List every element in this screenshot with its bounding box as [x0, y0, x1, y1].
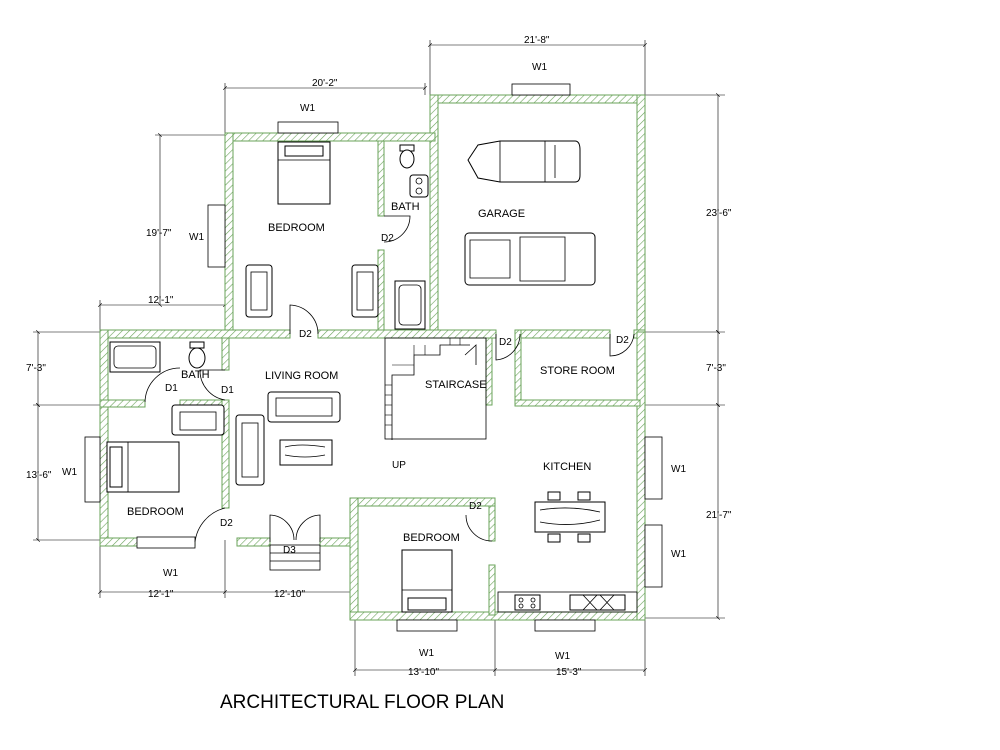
window-bedroom-top-side — [207, 204, 226, 268]
car-1 — [467, 140, 581, 183]
label-w1-bedroom-left: W1 — [62, 467, 77, 478]
label-d2-bedroom-bottom: D2 — [469, 501, 482, 512]
label-living-room: LIVING ROOM — [265, 370, 338, 382]
label-garage: GARAGE — [478, 208, 525, 220]
coffee-table — [279, 439, 333, 466]
windows — [84, 83, 663, 632]
label-bath-top: BATH — [391, 201, 420, 213]
car-2 — [464, 232, 596, 286]
label-d1-living: D1 — [221, 385, 234, 396]
armchair-1 — [245, 264, 273, 318]
dim-kitchen-depth: 21'-7" — [706, 510, 732, 521]
label-d3-entry: D3 — [283, 545, 296, 556]
label-w1-garage: W1 — [532, 62, 547, 73]
label-d2-bedroom-left: D2 — [220, 518, 233, 529]
label-bath-left: BATH — [181, 369, 210, 381]
bathtub-left — [109, 341, 161, 373]
bathtub-top — [394, 280, 426, 330]
door-living — [199, 369, 226, 401]
dim-bath-depth: 7'-3" — [26, 363, 46, 374]
window-garage — [511, 83, 571, 96]
label-d2-store: D2 — [616, 335, 629, 346]
dim-kitchen-width: 15'-3" — [556, 667, 582, 678]
window-kitchen-2 — [644, 524, 663, 588]
dim-bedroom-bottom-width: 13'-10" — [408, 667, 439, 678]
label-w1-bedroom-top: W1 — [300, 103, 315, 114]
toilet-top — [399, 144, 415, 169]
dim-left-wing-width: 12'-1" — [148, 295, 174, 306]
sofa-3 — [235, 414, 265, 486]
dim-bedroom-top-width: 20'-2" — [312, 78, 338, 89]
window-bedroom-left-bottom — [136, 536, 196, 549]
sofa-2 — [267, 391, 341, 423]
window-kitchen-bottom — [534, 619, 596, 632]
doors — [144, 215, 635, 571]
room-labels: BEDROOM BATH GARAGE LIVING ROOM BATH STA… — [127, 201, 615, 544]
window-bedroom-bottom — [396, 619, 458, 632]
door-bedroom-bottom — [465, 514, 493, 542]
walls — [99, 94, 646, 621]
door-garage — [495, 333, 521, 361]
label-w1-bedroom-top-side: W1 — [189, 232, 204, 243]
door-bath-top — [383, 215, 411, 243]
label-bedroom-left: BEDROOM — [127, 506, 184, 518]
door-entry — [269, 514, 321, 542]
bed-top — [277, 141, 331, 205]
sofa-1 — [171, 404, 225, 436]
dim-bottom-mid-width: 12'-10" — [274, 589, 305, 600]
dim-store-depth: 7'-3" — [706, 363, 726, 374]
armchair-2 — [351, 264, 379, 318]
label-d2-bedroom-top: D2 — [299, 329, 312, 340]
label-w1-kitchen-1: W1 — [671, 464, 686, 475]
label-w1-kitchen-2: W1 — [671, 549, 686, 560]
dim-garage-width: 21'-8" — [524, 35, 550, 46]
label-w1-kitchen-bottom: W1 — [555, 651, 570, 662]
bed-bottom — [401, 549, 453, 613]
dimension-labels: 21'-8" 20'-2" 23'-6" 19'-7" 12'-1" 7'-3"… — [26, 35, 732, 678]
label-bedroom-bottom: BEDROOM — [403, 532, 460, 544]
label-staircase: STAIRCASE — [425, 379, 487, 391]
dim-bottom-left-width: 12'-1" — [148, 589, 174, 600]
window-kitchen-1 — [644, 436, 663, 500]
dimension-lines — [33, 40, 725, 676]
bed-left — [106, 441, 180, 493]
label-bedroom-top: BEDROOM — [268, 222, 325, 234]
window-bedroom-left — [84, 436, 101, 503]
window-labels: W1 W1 W1 W1 W1 W1 W1 W1 W1 — [62, 62, 686, 662]
dim-bedroom-left-depth: 13'-6" — [26, 470, 52, 481]
dim-garage-depth: 23'-6" — [706, 208, 732, 219]
dim-bedroom-top-depth: 19'-7" — [146, 228, 172, 239]
label-d1-bath: D1 — [165, 383, 178, 394]
label-w1-bedroom-bottom: W1 — [419, 648, 434, 659]
label-w1-bedroom-left-bottom: W1 — [163, 568, 178, 579]
kitchen-counter — [497, 591, 638, 613]
label-store-room: STORE ROOM — [540, 365, 615, 377]
label-d2-bath-top: D2 — [381, 233, 394, 244]
label-kitchen: KITCHEN — [543, 461, 591, 473]
toilet-left — [188, 341, 206, 369]
door-store — [609, 333, 635, 357]
dining-table — [534, 491, 606, 543]
furniture — [106, 140, 638, 613]
label-d2-garage: D2 — [499, 337, 512, 348]
staircase — [384, 337, 487, 440]
window-bedroom-top — [277, 121, 339, 134]
sink-top — [409, 174, 429, 198]
door-bath — [144, 367, 181, 403]
door-labels: D2 D2 D2 D2 D1 D1 D2 D3 D2 — [165, 233, 629, 556]
plan-title: ARCHITECTURAL FLOOR PLAN — [220, 692, 504, 713]
door-bedroom-top — [289, 304, 319, 335]
label-stair-up: UP — [392, 460, 406, 471]
door-bedroom-left — [194, 507, 226, 543]
